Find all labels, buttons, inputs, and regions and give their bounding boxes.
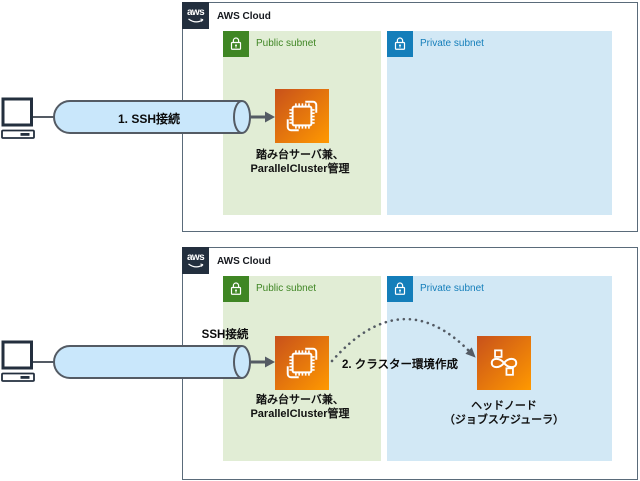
public-subnet-label: Public subnet — [256, 38, 317, 49]
aws-logo-icon: aws — [182, 2, 209, 29]
ec2-instance-icon — [275, 336, 329, 390]
public-subnet-label: Public subnet — [256, 283, 317, 294]
bastion-caption-line1: 踏み台サーバ兼、 — [256, 149, 344, 161]
ec2-instance-icon — [275, 89, 329, 143]
cloud-title: AWS Cloud — [217, 11, 271, 22]
bastion-caption: 踏み台サーバ兼、 ParallelCluster管理 — [225, 148, 375, 176]
private-subnet-label: Private subnet — [420, 283, 484, 294]
arrow-right-icon — [249, 356, 275, 368]
private-subnet-lock-icon — [387, 276, 413, 302]
ssh-tunnel-pipe — [53, 100, 251, 134]
create-cluster-label: 2. クラスター環境作成 — [341, 359, 459, 371]
headnode-caption: ヘッドノード （ジョブスケジューラ） — [419, 399, 589, 427]
aws-logo-icon: aws — [182, 247, 209, 274]
bastion-caption-line2: ParallelCluster管理 — [250, 408, 350, 420]
aws-smile-icon — [187, 263, 203, 267]
private-subnet-step1: Private subnet — [387, 31, 612, 215]
arrow-right-icon — [249, 111, 275, 123]
bastion-caption-line1: 踏み台サーバ兼、 — [256, 394, 344, 406]
client-wire — [30, 116, 56, 118]
headnode-caption-line2: （ジョブスケジューラ） — [443, 414, 565, 426]
public-subnet-lock-icon — [223, 31, 249, 57]
parallelcluster-headnode-icon — [477, 336, 531, 390]
bastion-caption-line2: ParallelCluster管理 — [250, 163, 350, 175]
client-computer-icon — [1, 97, 35, 139]
private-subnet-label: Private subnet — [420, 38, 484, 49]
cloud-title: AWS Cloud — [217, 256, 271, 267]
ssh-tunnel-label: 1. SSH接続 — [117, 112, 181, 126]
dotted-arc-arrow — [330, 317, 476, 363]
ssh-tunnel-pipe — [53, 345, 251, 379]
aws-smile-icon — [187, 18, 203, 22]
public-subnet-lock-icon — [223, 276, 249, 302]
private-subnet-lock-icon — [387, 31, 413, 57]
aws-logo-text: aws — [186, 251, 205, 263]
aws-logo-text: aws — [186, 6, 205, 18]
bastion-caption: 踏み台サーバ兼、 ParallelCluster管理 — [225, 393, 375, 421]
client-computer-icon — [1, 340, 35, 382]
client-wire — [30, 361, 56, 363]
headnode-caption-line1: ヘッドノード — [471, 400, 537, 412]
ssh-connection-label: SSH接続 — [201, 329, 249, 341]
